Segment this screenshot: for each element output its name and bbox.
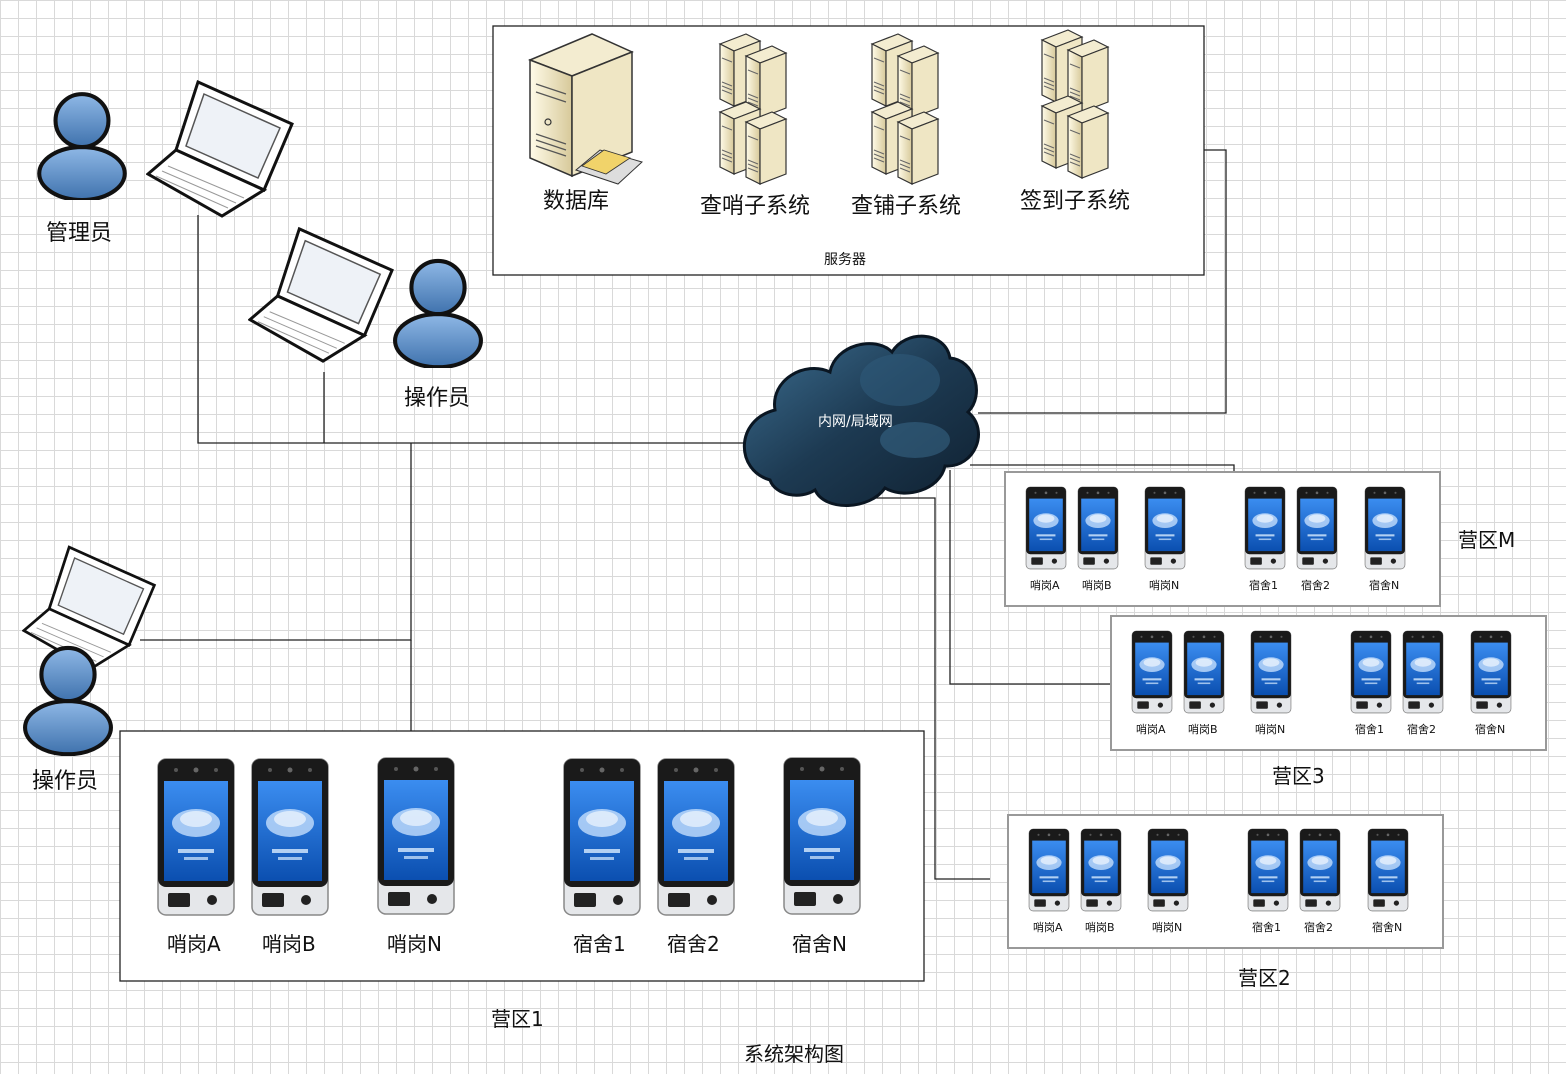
device-icon (1470, 630, 1512, 714)
operator-label: 操作员 (404, 386, 471, 411)
server-cluster-icon (719, 33, 787, 185)
database-server-icon (529, 33, 643, 185)
device-icon (1350, 630, 1392, 714)
device-icon (157, 758, 235, 916)
laptop-icon (146, 80, 294, 218)
device-icon (1299, 828, 1341, 912)
device-icon (1131, 630, 1173, 714)
device-label: 哨岗B (1085, 921, 1115, 934)
device-label: 宿舍N (1475, 723, 1506, 736)
device-label: 宿舍1 (573, 932, 626, 956)
device-icon (1402, 630, 1444, 714)
device-icon (251, 758, 329, 916)
admin-user-icon (39, 94, 125, 200)
connection-lines (140, 149, 1235, 880)
device-label: 哨岗A (1136, 723, 1166, 736)
device-label: 哨岗A (167, 932, 221, 956)
device-label: 哨岗B (1188, 723, 1218, 736)
zone-name: 营区2 (1238, 966, 1291, 990)
device-icon (1364, 486, 1406, 570)
network-label: 内网/局域网 (818, 414, 893, 430)
device-label: 哨岗B (1082, 579, 1112, 592)
device-label: 哨岗A (1030, 579, 1060, 592)
device-icon (1244, 486, 1286, 570)
device-icon (1025, 486, 1067, 570)
device-label: 宿舍2 (1407, 723, 1436, 736)
device-icon (1080, 828, 1122, 912)
device-icon (563, 758, 641, 916)
device-label: 宿舍N (1372, 921, 1403, 934)
device-label: 宿舍1 (1355, 723, 1384, 736)
device-icon (1147, 828, 1189, 912)
operator-label: 操作员 (32, 769, 99, 794)
zone-name: 营区1 (491, 1007, 544, 1031)
server-label-database: 数据库 (543, 189, 610, 214)
device-label: 哨岗N (387, 932, 442, 956)
network-cloud-icon (742, 334, 980, 507)
device-icon (1296, 486, 1338, 570)
server-group-caption: 服务器 (824, 252, 866, 268)
device-icon (1183, 630, 1225, 714)
server-label-sentry: 查哨子系统 (700, 194, 811, 219)
operator-user-icon (395, 261, 481, 367)
device-icon (783, 757, 861, 915)
device-label: 宿舍N (792, 932, 847, 956)
laptop-icon (248, 227, 394, 363)
device-icon (1250, 630, 1292, 714)
device-label: 哨岗B (262, 932, 316, 956)
device-label: 宿舍2 (1304, 921, 1333, 934)
laptop-icon (22, 545, 156, 671)
device-label: 哨岗A (1033, 921, 1063, 934)
device-icon (377, 757, 455, 915)
zone-name: 营区M (1458, 528, 1516, 552)
admin-label: 管理员 (46, 221, 113, 246)
server-label-signin: 签到子系统 (1020, 189, 1131, 214)
device-label: 宿舍2 (1301, 579, 1330, 592)
server-label-bed-check: 查铺子系统 (851, 194, 962, 219)
device-icon (1247, 828, 1289, 912)
server-cluster-icon (1041, 29, 1109, 179)
device-icon (657, 758, 735, 916)
device-label: 哨岗N (1152, 921, 1183, 934)
device-label: 哨岗N (1255, 723, 1286, 736)
device-label: 宿舍1 (1249, 579, 1278, 592)
device-icon (1028, 828, 1070, 912)
zone-name: 营区3 (1272, 764, 1325, 788)
device-label: 宿舍N (1369, 579, 1400, 592)
device-icon (1367, 828, 1409, 912)
diagram-title: 系统架构图 (744, 1042, 844, 1066)
server-cluster-icon (871, 33, 939, 185)
device-label: 宿舍1 (1252, 921, 1281, 934)
device-icon (1144, 486, 1186, 570)
device-icon (1077, 486, 1119, 570)
device-label: 宿舍2 (667, 932, 720, 956)
device-label: 哨岗N (1149, 579, 1180, 592)
